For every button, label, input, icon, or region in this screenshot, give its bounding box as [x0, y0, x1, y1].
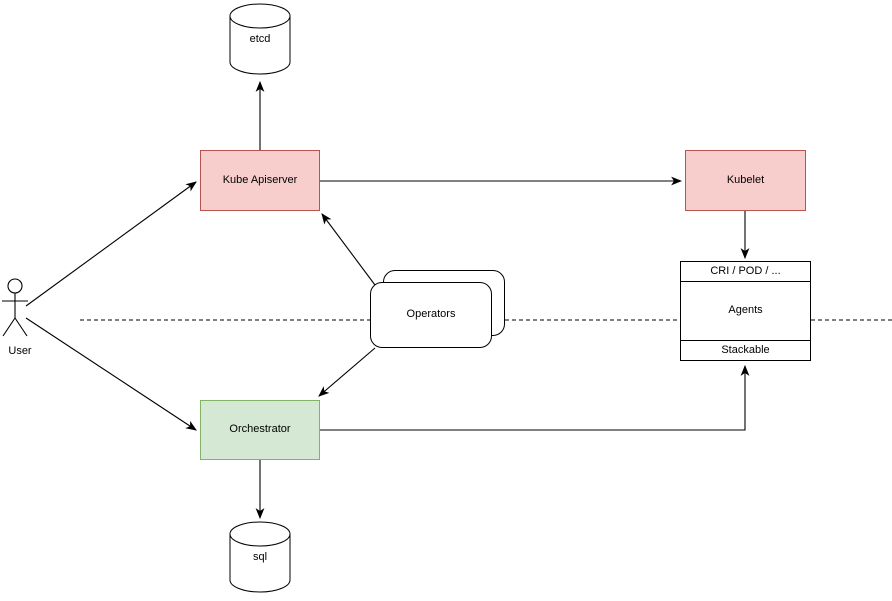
node-agents-header: CRI / POD / ...: [681, 262, 810, 282]
node-agents-footer-label: Stackable: [721, 343, 770, 356]
node-orchestrator-label: Orchestrator: [229, 423, 291, 436]
edge-operators-to-orchestrator: [318, 347, 376, 397]
node-etcd[interactable]: etcd: [229, 3, 291, 75]
node-agents-body: Agents: [681, 282, 810, 340]
node-agents-header-label: CRI / POD / ...: [710, 264, 781, 277]
node-agents-footer: Stackable: [681, 340, 810, 360]
edge-operators-to-kube-apiserver: [321, 213, 376, 286]
node-user-actor[interactable]: User: [0, 278, 40, 358]
node-orchestrator[interactable]: Orchestrator: [200, 400, 320, 460]
node-agents[interactable]: CRI / POD / ... Agents Stackable: [680, 261, 811, 361]
edge-orchestrator-to-agents-stackable: [320, 364, 750, 431]
edge-user-to-orchestrator: [25, 317, 197, 431]
actor-icon: [2, 278, 28, 337]
node-user-label: User: [8, 345, 32, 357]
node-kubelet-label: Kubelet: [726, 173, 765, 186]
node-kubelet[interactable]: Kubelet: [685, 150, 806, 211]
edge-user-to-kube-apiserver: [25, 181, 197, 307]
node-operators-label: Operators: [406, 308, 456, 321]
node-agents-body-label: Agents: [728, 304, 763, 317]
node-kube-apiserver[interactable]: Kube Apiserver: [200, 150, 320, 211]
node-operators-front-card: Operators: [370, 282, 492, 348]
node-operators[interactable]: Operators: [370, 270, 505, 348]
node-kube-apiserver-label: Kube Apiserver: [222, 173, 298, 186]
node-sql[interactable]: sql: [229, 521, 291, 593]
